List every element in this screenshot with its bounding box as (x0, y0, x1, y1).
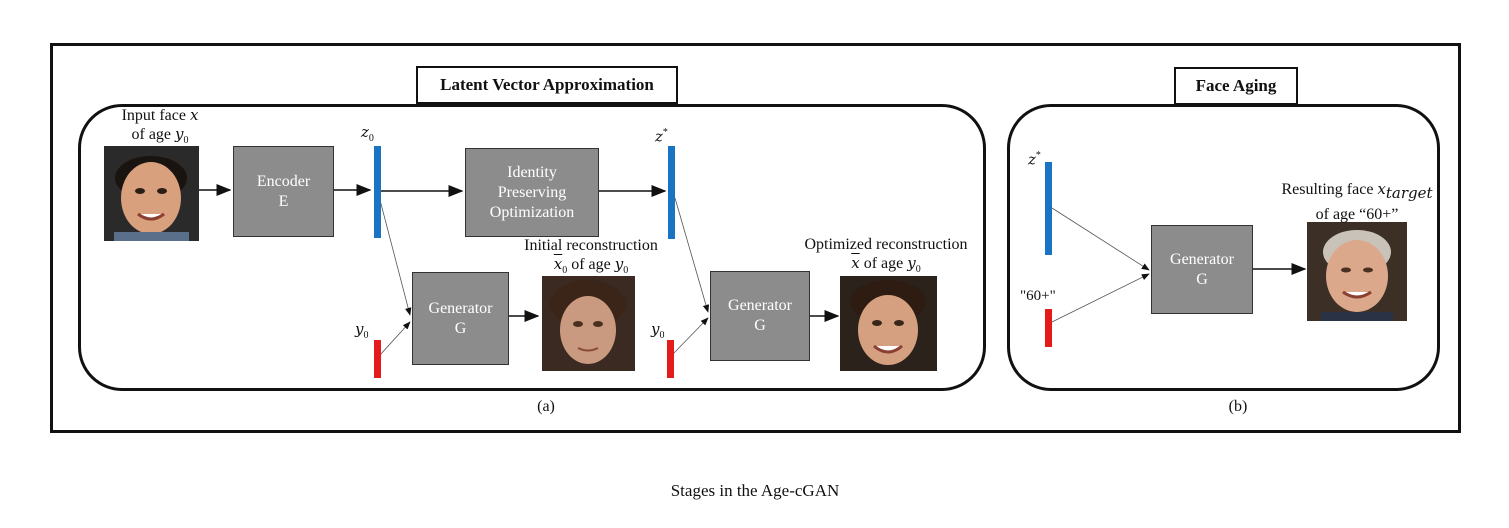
resulting-face-image (1307, 222, 1407, 321)
generator-box-1: Generator G (412, 272, 509, 365)
panel-title-latent-text: Latent Vector Approximation (440, 75, 654, 94)
encoder-box: Encoder E (233, 146, 334, 237)
panel-title-latent: Latent Vector Approximation (416, 66, 678, 104)
figure-caption: Stages in the Age-cGAN (670, 481, 840, 500)
y0-condition-bar-2 (667, 340, 674, 378)
zstar-label: z* (655, 127, 668, 146)
initial-reconstruction-label: Initial reconstruction x0 of age y0 (524, 237, 658, 277)
panel-title-face-aging: Face Aging (1174, 67, 1298, 105)
input-face-image (104, 146, 199, 241)
zstar-latent-bar-right (1045, 162, 1052, 255)
initial-reconstruction-image (542, 276, 635, 371)
identity-preserving-optimization-box: Identity Preserving Optimization (465, 148, 599, 237)
input-face-label: Input face x of age y0 (121, 106, 199, 147)
optimized-reconstruction-label: Optimized reconstruction x of age y0 (804, 236, 968, 276)
zstar-latent-bar (668, 146, 675, 239)
target-age-label: "60+" (1020, 288, 1056, 304)
y0-label-1: y0 (355, 320, 369, 342)
target-age-condition-bar (1045, 309, 1052, 347)
y0-condition-bar-1 (374, 340, 381, 378)
generator-box-2: Generator G (710, 271, 810, 361)
panel-title-face-aging-text: Face Aging (1195, 76, 1277, 95)
generator-box-3: Generator G (1151, 225, 1253, 314)
optimized-reconstruction-image (840, 276, 937, 371)
panel-caption-b: (b) (1228, 398, 1248, 415)
resulting-face-label: Resulting face xtarget of age “60+” (1281, 180, 1433, 224)
panel-caption-a: (a) (537, 398, 555, 415)
figure-frame (50, 43, 1461, 433)
y0-label-2: y0 (651, 320, 665, 342)
zstar-label-right: z* (1028, 150, 1041, 169)
z0-label: z0 (361, 123, 374, 145)
z0-latent-bar (374, 146, 381, 238)
